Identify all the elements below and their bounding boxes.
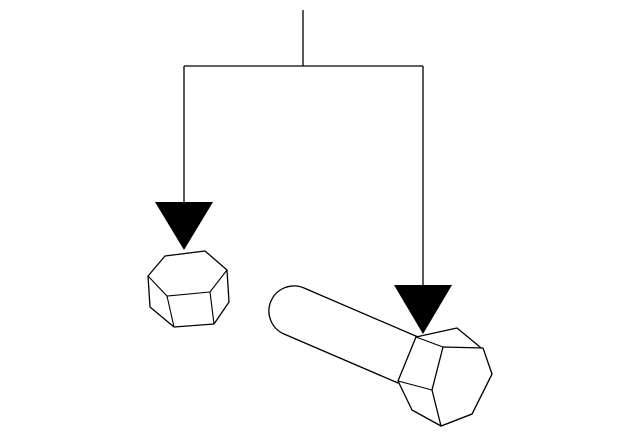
nut-side-edge-right: [209, 291, 215, 325]
callout-leader: [183, 10, 424, 288]
nut-side-edge-left: [166, 295, 175, 328]
bolt-head-edge-top: [415, 336, 444, 348]
hex-nut: [147, 250, 230, 328]
nut-top-face-lower-edge: [147, 269, 228, 297]
arrowhead-nut: [155, 202, 213, 250]
arrowhead-bolt: [394, 285, 452, 334]
bolt-head-end-face: [431, 346, 493, 427]
hex-bolt: [268, 285, 493, 427]
bolt-shank: [268, 285, 419, 384]
bolt-head-edge-bottom: [397, 380, 433, 391]
